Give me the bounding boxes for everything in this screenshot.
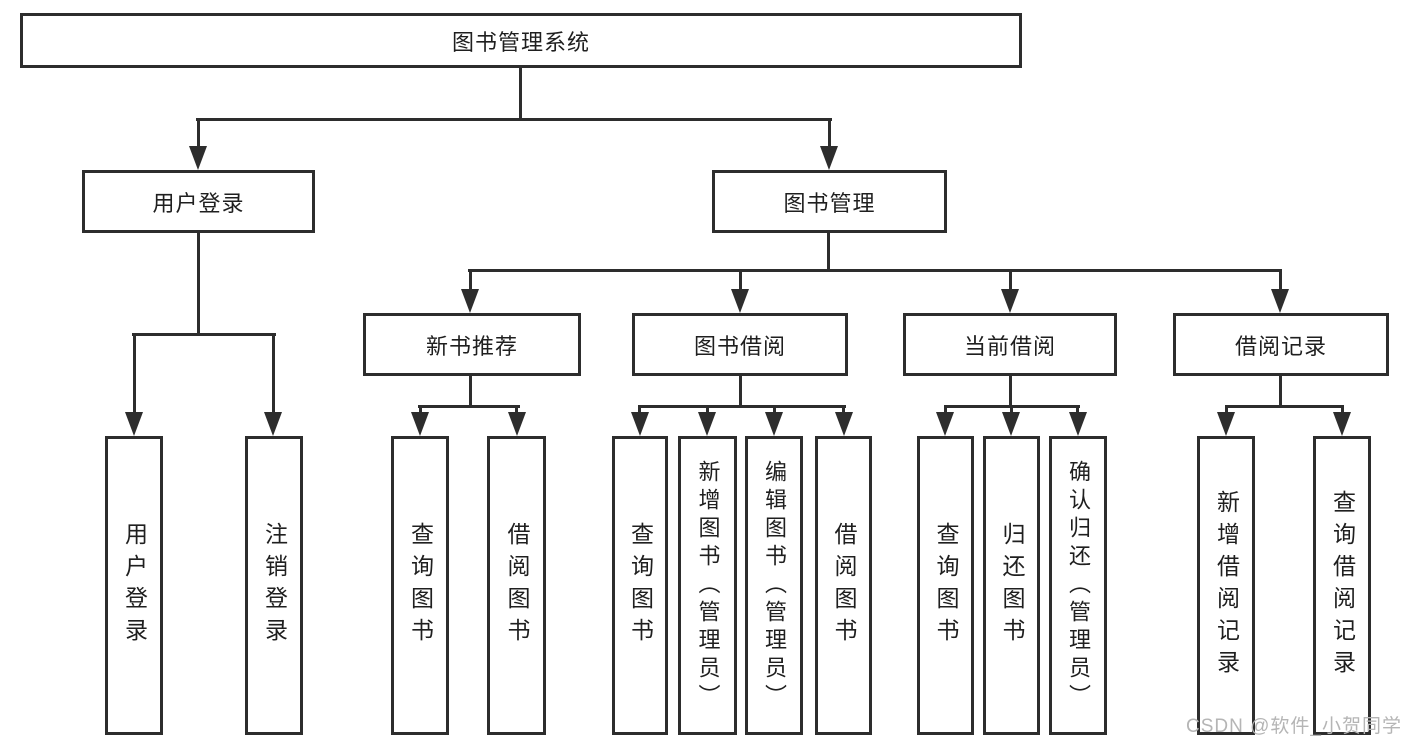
connector-user-login-horizontal: [132, 333, 276, 336]
leaf-add-book-admin: 新增图书（管理员）: [678, 436, 737, 735]
connector-new-book-trunk: [469, 373, 472, 407]
leaf-borrow-books-recommend: 借阅图书: [487, 436, 546, 735]
leaf-confirm-return-admin: 确认归还（管理员）: [1049, 436, 1107, 735]
arrowhead-b2: [508, 412, 526, 436]
leaf-query-books-borrow: 查询图书: [612, 436, 668, 735]
leaf-query-books-borrow-label: 查询图书: [627, 521, 654, 650]
leaf-user-login: 用户登录: [105, 436, 163, 735]
node-new-book-recommend: 新书推荐: [363, 313, 581, 376]
leaf-add-borrow-record: 新增借阅记录: [1197, 436, 1255, 735]
leaf-query-borrow-record: 查询借阅记录: [1313, 436, 1371, 735]
connector-e2-drop: [1341, 405, 1344, 415]
leaf-edit-book-admin: 编辑图书（管理员）: [745, 436, 803, 735]
leaf-logout: 注销登录: [245, 436, 303, 735]
connector-c1-drop: [638, 405, 641, 415]
leaf-return-book-label: 归还图书: [999, 521, 1025, 650]
connector-leaf-user-login-drop: [133, 333, 136, 416]
leaf-query-books-current: 查询图书: [917, 436, 974, 735]
connector-user-login-trunk: [197, 230, 200, 335]
arrowhead-new-book: [461, 289, 479, 313]
node-book-borrow: 图书借阅: [632, 313, 848, 376]
connector-new-book-drop: [469, 269, 472, 292]
node-user-login: 用户登录: [82, 170, 315, 233]
arrowhead-leaf-logout: [264, 412, 282, 436]
leaf-confirm-return-admin-label: 确认归还（管理员）: [1066, 459, 1091, 712]
connector-level3-horizontal: [468, 269, 1282, 272]
node-new-book-recommend-label: 新书推荐: [425, 333, 518, 359]
connector-d3-drop: [1076, 405, 1079, 415]
connector-book-borrow-trunk: [739, 373, 742, 407]
arrowhead-book-mgmt: [820, 146, 838, 170]
node-book-management-label: 图书管理: [783, 190, 876, 216]
connector-borrow-records-drop: [1279, 269, 1282, 292]
leaf-borrow-books-recommend-label: 借阅图书: [504, 521, 530, 650]
leaf-query-books-recommend-label: 查询图书: [407, 521, 434, 650]
arrowhead-c2: [698, 412, 716, 436]
arrowhead-borrow-records: [1271, 289, 1289, 313]
connector-new-book-horizontal: [418, 405, 520, 408]
leaf-borrow-books-label: 借阅图书: [831, 521, 857, 650]
leaf-add-borrow-record-label: 新增借阅记录: [1213, 489, 1240, 682]
connector-borrow-records-horizontal: [1225, 405, 1344, 408]
arrowhead-e2: [1333, 412, 1351, 436]
connector-c4-drop: [842, 405, 845, 415]
connector-b2-drop: [515, 405, 518, 415]
leaf-user-login-label: 用户登录: [121, 521, 148, 650]
node-borrow-records-label: 借阅记录: [1234, 333, 1327, 359]
arrowhead-c4: [835, 412, 853, 436]
connector-book-borrow-drop: [739, 269, 742, 292]
connector-user-login-drop: [197, 118, 200, 152]
connector-c3-drop: [773, 405, 776, 415]
node-current-borrow-label: 当前借阅: [963, 333, 1056, 359]
leaf-edit-book-admin-label: 编辑图书（管理员）: [762, 459, 787, 712]
arrowhead-c3: [765, 412, 783, 436]
connector-book-mgmt-drop: [828, 118, 831, 152]
leaf-logout-label: 注销登录: [261, 521, 288, 650]
arrowhead-d2: [1002, 412, 1020, 436]
node-borrow-records: 借阅记录: [1173, 313, 1389, 376]
node-user-login-label: 用户登录: [152, 190, 245, 216]
arrowhead-book-borrow: [731, 289, 749, 313]
connector-e1-drop: [1225, 405, 1228, 415]
node-book-borrow-label: 图书借阅: [693, 333, 786, 359]
node-book-management: 图书管理: [712, 170, 947, 233]
connector-level1-horizontal: [196, 118, 832, 121]
connector-d1-drop: [944, 405, 947, 415]
connector-c2-drop: [706, 405, 709, 415]
connector-borrow-records-trunk: [1279, 373, 1282, 407]
leaf-query-books-recommend: 查询图书: [391, 436, 449, 735]
arrowhead-d3: [1069, 412, 1087, 436]
connector-d2-drop: [1010, 405, 1013, 415]
connector-book-mgmt-trunk: [827, 230, 830, 271]
leaf-query-books-current-label: 查询图书: [933, 521, 959, 650]
connector-b1-drop: [419, 405, 422, 415]
arrowhead-e1: [1217, 412, 1235, 436]
connector-current-borrow-trunk: [1009, 373, 1012, 407]
arrowhead-b1: [411, 412, 429, 436]
csdn-watermark: CSDN @软件_小贺同学: [1186, 716, 1402, 737]
arrowhead-user-login: [189, 146, 207, 170]
arrowhead-d1: [936, 412, 954, 436]
node-root: 图书管理系统: [20, 13, 1022, 68]
leaf-query-borrow-record-label: 查询借阅记录: [1329, 489, 1356, 682]
arrowhead-leaf-user-login: [125, 412, 143, 436]
leaf-borrow-books: 借阅图书: [815, 436, 872, 735]
arrowhead-c1: [631, 412, 649, 436]
connector-root-trunk: [519, 65, 522, 121]
node-current-borrow: 当前借阅: [903, 313, 1117, 376]
connector-leaf-logout-drop: [272, 333, 275, 416]
connector-book-borrow-horizontal: [638, 405, 846, 408]
leaf-add-book-admin-label: 新增图书（管理员）: [695, 459, 721, 712]
arrowhead-current-borrow: [1001, 289, 1019, 313]
leaf-return-book: 归还图书: [983, 436, 1040, 735]
node-root-label: 图书管理系统: [451, 29, 590, 55]
connector-current-borrow-drop: [1009, 269, 1012, 292]
